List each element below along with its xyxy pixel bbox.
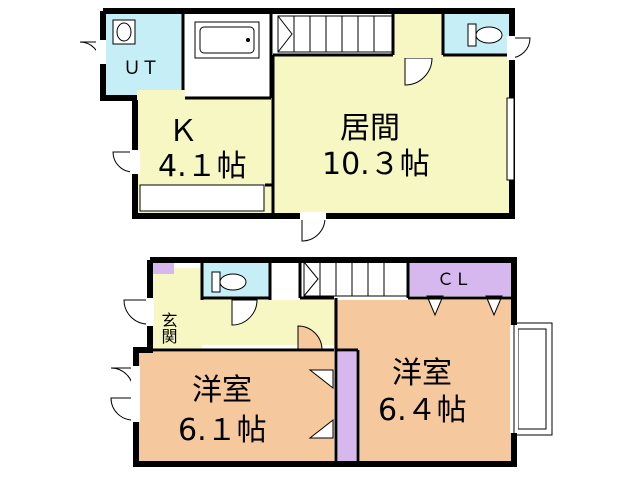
western-room-b-area bbox=[360, 300, 512, 462]
storage-strip bbox=[338, 352, 356, 462]
lower-doors bbox=[110, 295, 503, 439]
closet-area bbox=[408, 262, 512, 296]
toilet-icon bbox=[211, 271, 247, 293]
western-room-b-size: 6.４帖 bbox=[378, 393, 467, 428]
western-room-b-nook bbox=[334, 300, 360, 350]
upper-hall bbox=[393, 13, 443, 55]
western-room-a-name: 洋室 bbox=[192, 373, 252, 408]
upper-floor: ＵＴ Ｋ 4.１帖 居間 10.３帖 bbox=[79, 8, 531, 242]
kitchen-counter bbox=[139, 184, 265, 212]
kitchen-name: Ｋ bbox=[168, 114, 198, 149]
living-area bbox=[273, 55, 510, 214]
upper-stairs bbox=[277, 15, 394, 53]
unit-bath-label: ＵＴ bbox=[123, 58, 159, 79]
bathtub-icon bbox=[194, 21, 260, 59]
washbasin-icon bbox=[112, 19, 136, 45]
entrance-shoe-box bbox=[152, 262, 174, 274]
toilet-icon bbox=[467, 23, 503, 47]
lower-floor: 玄関 ＣＬ 洋室 6.１帖 洋室 6.４帖 bbox=[110, 257, 553, 467]
closet-label: ＣＬ bbox=[437, 270, 471, 290]
lower-inner-walls bbox=[150, 260, 514, 464]
entrance-label: 玄関 bbox=[159, 312, 178, 345]
entrance-area bbox=[152, 268, 202, 350]
balcony bbox=[511, 322, 553, 436]
western-room-a-area bbox=[138, 352, 334, 462]
living-size: 10.３帖 bbox=[322, 147, 430, 182]
living-name: 居間 bbox=[340, 111, 400, 146]
kitchen-size: 4.１帖 bbox=[158, 149, 247, 184]
western-room-a-size: 6.１帖 bbox=[178, 413, 267, 448]
upper-walls bbox=[100, 8, 515, 219]
lower-stairs bbox=[303, 261, 409, 297]
western-room-b-name: 洋室 bbox=[392, 356, 452, 391]
upper-window bbox=[506, 97, 515, 181]
